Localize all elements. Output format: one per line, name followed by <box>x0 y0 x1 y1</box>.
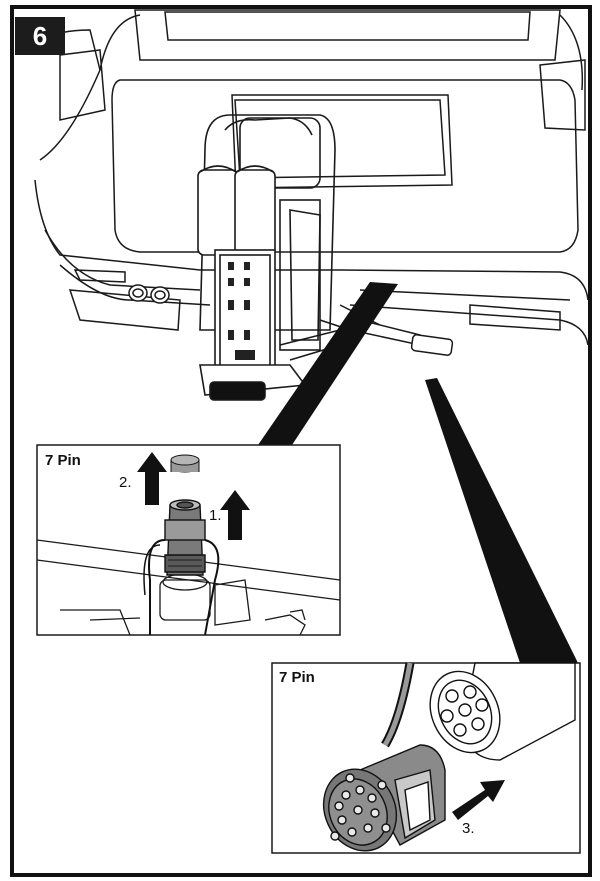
inset-bottom <box>271 662 581 854</box>
bike-carrier <box>197 114 352 401</box>
arrow-step-3 <box>452 780 505 820</box>
zoom-wedge-top <box>258 282 398 445</box>
step-number-badge: 6 <box>15 17 65 55</box>
arrow-step-2 <box>137 452 167 505</box>
inset-top-label: 7 Pin <box>45 452 81 469</box>
car-rear <box>34 9 589 356</box>
outer-border <box>10 5 592 877</box>
step-1-label: 1. <box>209 507 222 524</box>
inset-bottom-label: 7 Pin <box>279 669 315 686</box>
zoom-wedge-bottom <box>425 378 578 663</box>
inset-top <box>36 444 341 636</box>
step-3-label: 3. <box>462 820 475 837</box>
step-2-label: 2. <box>119 474 132 491</box>
arrow-step-1 <box>220 490 250 540</box>
